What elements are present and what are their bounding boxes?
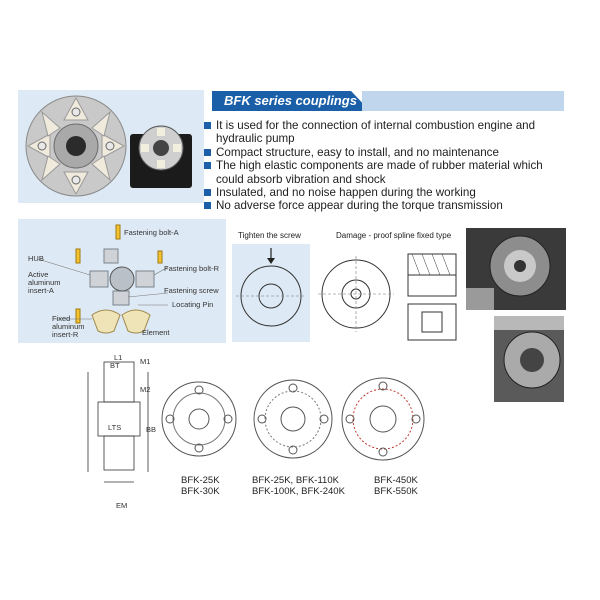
caption-tighten: Tighten the screw [238,231,301,240]
banner-tab [212,91,370,111]
tighten-diagram [236,248,306,327]
feature-item: No adverse force appear during the torqu… [202,199,567,212]
installation-photo-1 [466,228,566,310]
label-element: Element [142,328,170,337]
feature-item: Compact structure, easy to install, and … [202,146,567,159]
banner-title: BFK series couplings [224,93,357,108]
label-fixed-insert: Fixed aluminum insert-R [52,314,85,339]
label-fastening-screw: Fastening screw [164,286,219,295]
label-hub: HUB [28,254,44,263]
tighten-drawing [232,244,310,342]
label-fastening-bolt-r: Fastening bolt-R [164,264,220,273]
spline-diagram [318,253,457,341]
front-view-3 [341,377,425,461]
caption-damage: Damage - proof spline fixed type [336,231,452,240]
dim-bb: BB [146,425,157,434]
feature-item: Insulated, and no noise happen during th… [202,186,567,199]
exploded-view-panel: Fastening bolt-A HUB Fastening bolt-R Ac… [18,219,226,343]
installation-photo-2 [494,316,564,402]
exploded-diagram [37,224,169,334]
banner-bar [362,91,564,111]
feature-item: The high elastic components are made of … [202,159,567,186]
dim-em: EM [116,501,128,510]
dim-lts: LTS [108,423,122,432]
label-fastening-bolt-a: Fastening bolt-A [124,228,179,237]
front-view-1 [161,381,237,457]
dimension-drawing [87,361,149,483]
front-view-2 [253,379,333,459]
product-photo-panel [18,90,204,203]
feature-item: It is used for the connection of interna… [202,119,567,146]
dim-bt: BT [110,361,120,370]
dim-m2: M2 [140,385,151,394]
dim-l1: L1 [114,353,123,362]
model-group-1: BFK-25K BFK-30K [181,475,220,497]
coupling-photo [25,95,192,197]
model-group-3: BFK-450K BFK-550K [374,475,418,497]
feature-list: It is used for the connection of interna… [202,119,567,213]
model-group-2: BFK-25K, BFK-110K BFK-100K, BFK-240K [252,475,345,497]
dim-m1: M1 [140,357,151,366]
label-locating-pin: Locating Pin [172,300,214,309]
series-banner: BFK series couplings [212,91,564,111]
label-active-insert: Active aluminum insert-A [28,270,61,295]
